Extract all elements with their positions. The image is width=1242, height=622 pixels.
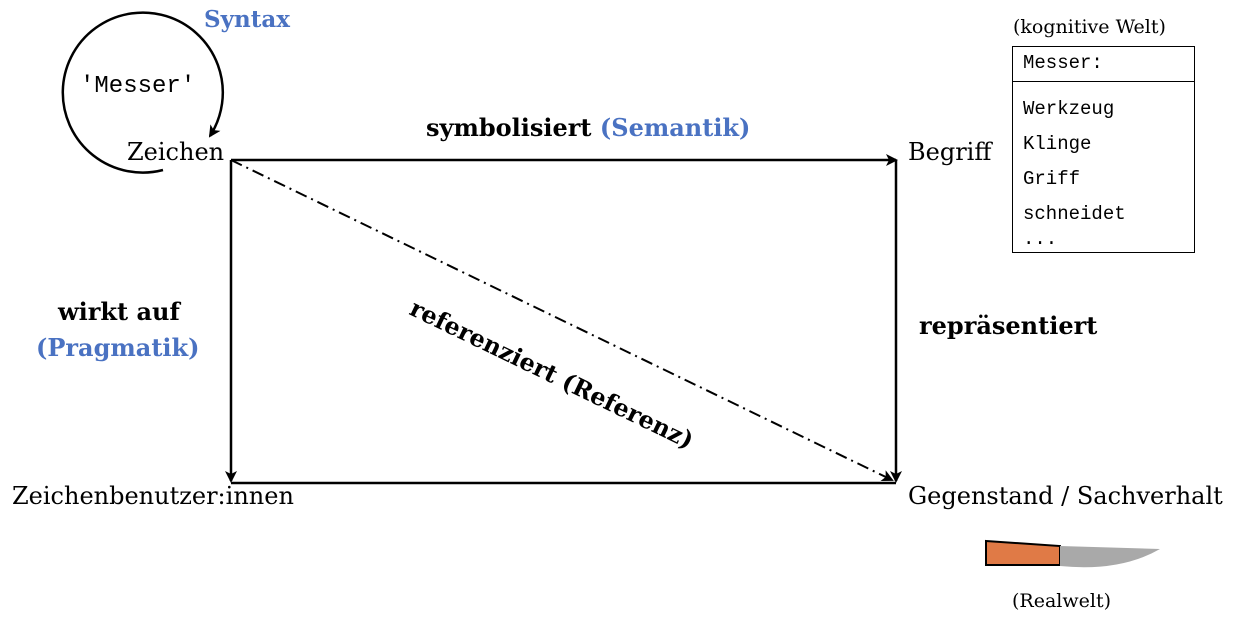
sign-word: 'Messer' <box>80 73 196 100</box>
symbolizes-verb: symbolisiert <box>426 113 592 142</box>
concept-feature: schneidet <box>1023 203 1126 225</box>
cognitive-world-caption: (kognitive Welt) <box>1013 16 1166 38</box>
concept-feature: ... <box>1023 228 1058 250</box>
concept-feature-list: Werkzeug Klinge Griff schneidet ... <box>1013 82 1194 252</box>
real-world-caption: (Realwelt) <box>1012 590 1111 612</box>
acts-on-verb: wirkt auf <box>58 297 180 326</box>
concept-feature: Klinge <box>1023 133 1092 155</box>
sign-label: Zeichen <box>127 138 225 166</box>
syntax-loop-arrow <box>61 11 225 174</box>
knife-icon <box>985 539 1160 568</box>
user-label: Zeichenbenutzer:innen <box>12 482 294 510</box>
concept-label: Begriff <box>908 138 992 166</box>
pragmatics-label: (Pragmatik) <box>36 333 200 362</box>
references-arrow <box>230 159 894 482</box>
concept-feature: Werkzeug <box>1023 98 1115 120</box>
object-label: Gegenstand / Sachverhalt <box>908 482 1223 510</box>
concept-box-header: Messer: <box>1013 47 1194 82</box>
symbolizes-label: symbolisiert (Semantik) <box>426 113 750 142</box>
concept-feature: Griff <box>1023 168 1081 190</box>
represents-label: repräsentiert <box>919 311 1098 340</box>
semantics-label: (Semantik) <box>599 113 751 142</box>
syntax-label: Syntax <box>204 6 290 33</box>
concept-feature-box: Messer: Werkzeug Klinge Griff schneidet … <box>1012 46 1195 253</box>
